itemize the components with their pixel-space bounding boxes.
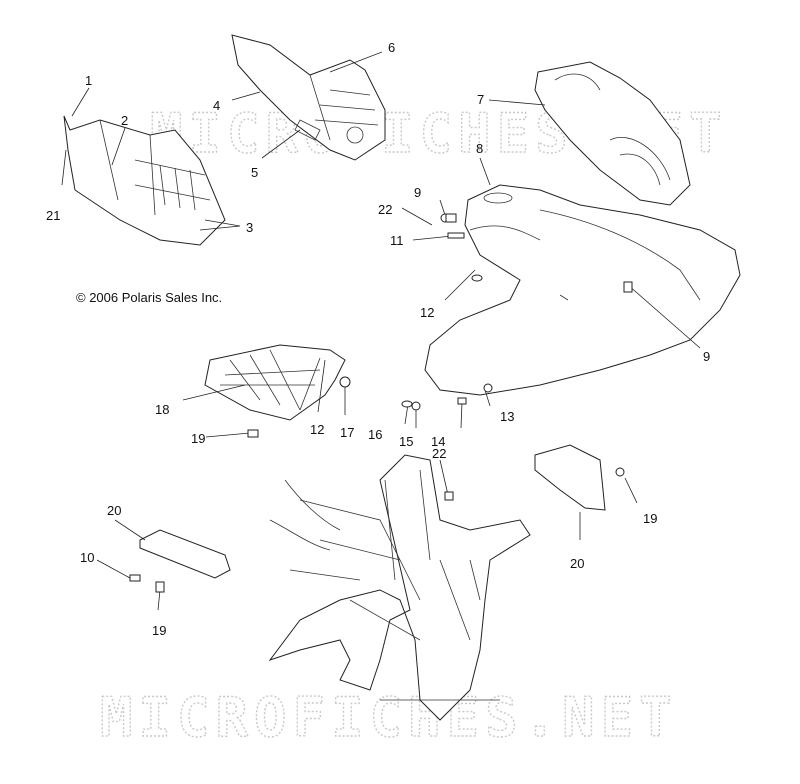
front-fender-cover bbox=[534, 61, 691, 206]
screw-19-right bbox=[615, 467, 625, 477]
nut-17 bbox=[339, 376, 351, 388]
callout-3: 3 bbox=[246, 220, 253, 235]
callout-18: 18 bbox=[155, 402, 169, 417]
watermark-bottom: MICROFICHES.NET bbox=[100, 686, 678, 749]
callout-1: 1 bbox=[85, 73, 92, 88]
fastener-22-frame bbox=[444, 491, 454, 501]
screw-10 bbox=[129, 574, 141, 582]
callout-12-bottom: 12 bbox=[310, 422, 324, 437]
vehicle-frame bbox=[268, 454, 531, 721]
callout-labels: 1 2 21 3 4 5 6 7 8 9 22 11 12 9 18 12 17… bbox=[46, 40, 710, 638]
callout-12-top: 12 bbox=[420, 305, 434, 320]
leader-lines bbox=[61, 51, 701, 611]
callout-19-bottom: 19 bbox=[152, 623, 166, 638]
callout-2: 2 bbox=[121, 113, 128, 128]
callout-17: 17 bbox=[340, 425, 354, 440]
callout-22-frame: 22 bbox=[432, 446, 446, 461]
callout-8: 8 bbox=[476, 141, 483, 156]
rear-fender-assembly bbox=[424, 184, 741, 396]
bolt-11 bbox=[447, 232, 465, 239]
callout-5: 5 bbox=[251, 165, 258, 180]
rear-rack bbox=[204, 344, 346, 421]
callout-14: 14 bbox=[431, 434, 445, 449]
callout-9-top: 9 bbox=[414, 185, 421, 200]
callout-4: 4 bbox=[213, 98, 220, 113]
callout-10: 10 bbox=[80, 550, 94, 565]
bushing-13 bbox=[483, 383, 493, 393]
clip-9 bbox=[445, 213, 457, 223]
callout-21: 21 bbox=[46, 208, 60, 223]
callout-19-left: 19 bbox=[191, 431, 205, 446]
callout-9-right: 9 bbox=[703, 349, 710, 364]
left-footwell-shield bbox=[63, 115, 226, 246]
fastener-14 bbox=[457, 397, 467, 405]
callout-11: 11 bbox=[390, 233, 404, 248]
callout-13: 13 bbox=[500, 409, 514, 424]
clip-9-right bbox=[623, 281, 633, 293]
callout-19-right: 19 bbox=[643, 511, 657, 526]
callout-20-right: 20 bbox=[570, 556, 584, 571]
callout-15: 15 bbox=[399, 434, 413, 449]
washer-12 bbox=[471, 274, 483, 282]
right-footwell-shield bbox=[231, 34, 386, 161]
callout-16: 16 bbox=[368, 427, 382, 442]
hardware bbox=[129, 213, 633, 593]
callout-7: 7 bbox=[477, 92, 484, 107]
left-heat-shield bbox=[139, 529, 231, 579]
screw-19-left bbox=[247, 429, 259, 438]
copyright-notice: © 2006 Polaris Sales Inc. bbox=[76, 290, 222, 305]
washer-16 bbox=[401, 400, 413, 408]
right-side-panel bbox=[534, 444, 606, 511]
callout-6: 6 bbox=[388, 40, 395, 55]
screw-19-bottom bbox=[155, 581, 165, 593]
callout-20-left: 20 bbox=[107, 503, 121, 518]
nut-15 bbox=[411, 401, 421, 411]
callout-22-top: 22 bbox=[378, 202, 392, 217]
